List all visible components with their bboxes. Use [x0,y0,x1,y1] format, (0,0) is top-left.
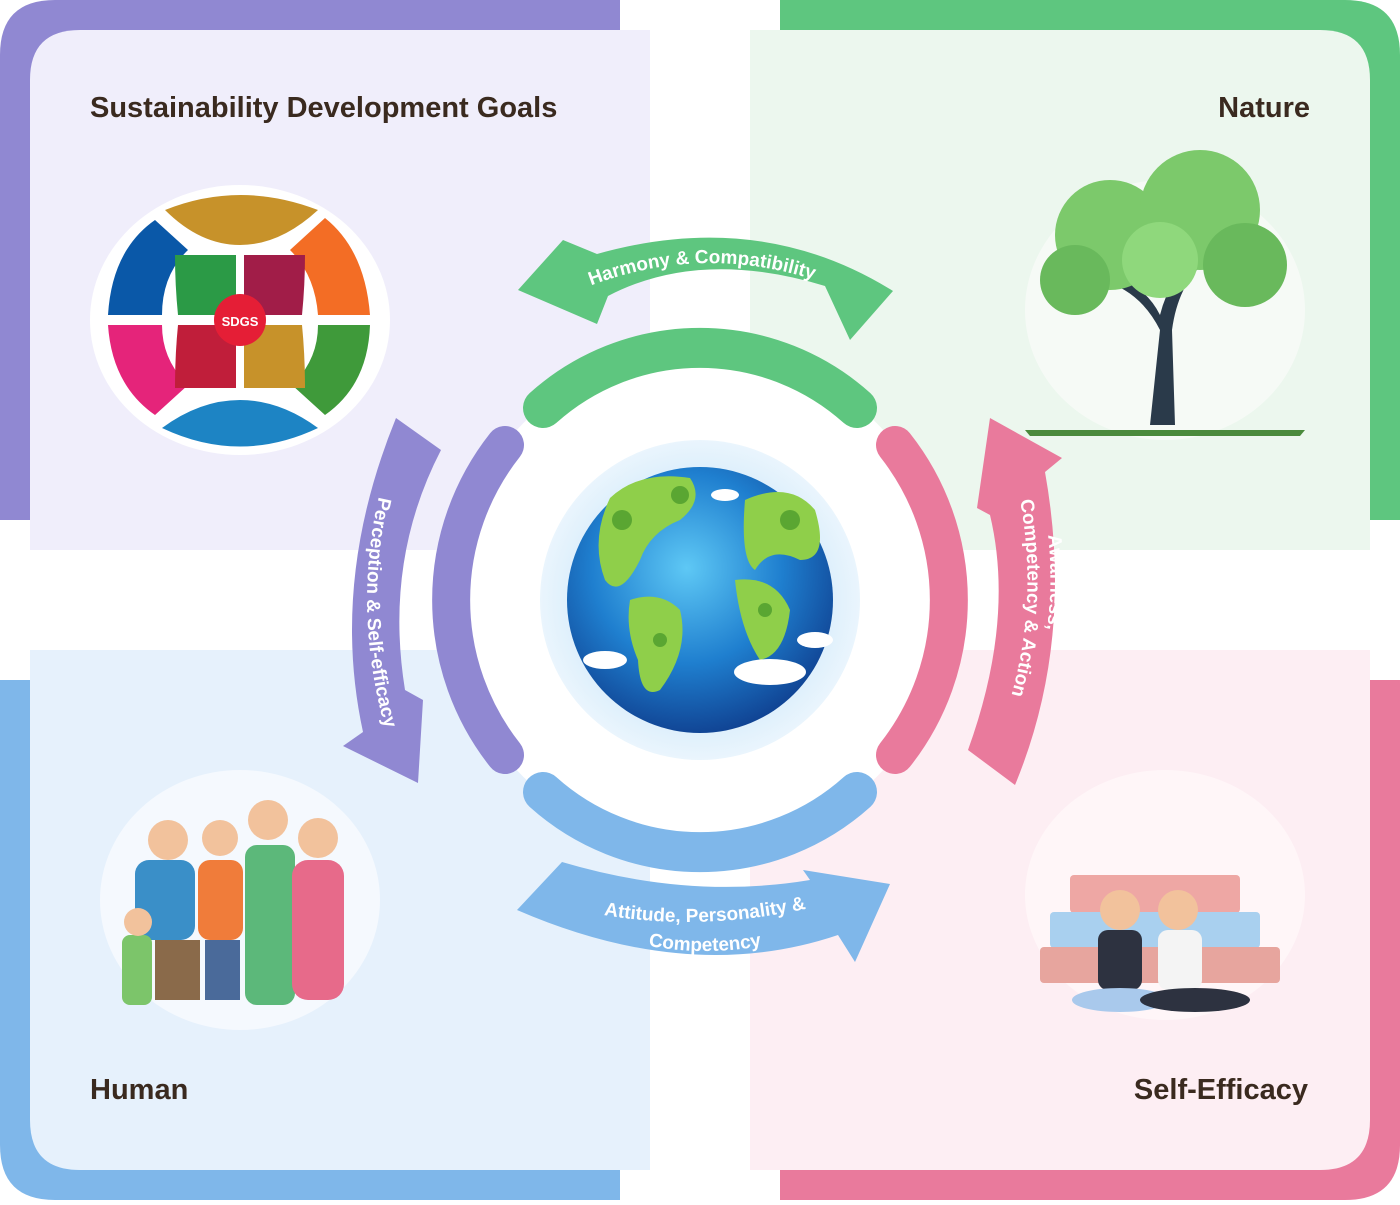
tree-icon [1025,150,1305,440]
self-efficacy-title: Self-Efficacy [1133,1074,1308,1106]
ring-segment-bottom [523,772,877,873]
sdg-center-label: SDGS [222,314,259,329]
arrow-left: Perception & Self-efficacy [343,418,441,783]
family-icon [100,770,380,1030]
ring-segment-left [432,426,524,774]
sdg-wheel-icon: SDGS [90,185,390,455]
ring-segment-top [523,327,877,428]
earth-globe-icon [540,440,860,760]
sdg-title: Sustainability Development Goals [90,92,558,124]
arrow-right-label-line1: Awarness, [1042,534,1066,632]
arrow-bottom: Attitude, Personality & Competency [517,862,890,962]
nature-title: Nature [1218,92,1310,124]
human-title: Human [90,1074,189,1106]
reading-students-icon [1025,770,1305,1020]
arrow-right: Awarness, Competency & Action [968,418,1066,785]
ring-segment-right [876,426,968,774]
